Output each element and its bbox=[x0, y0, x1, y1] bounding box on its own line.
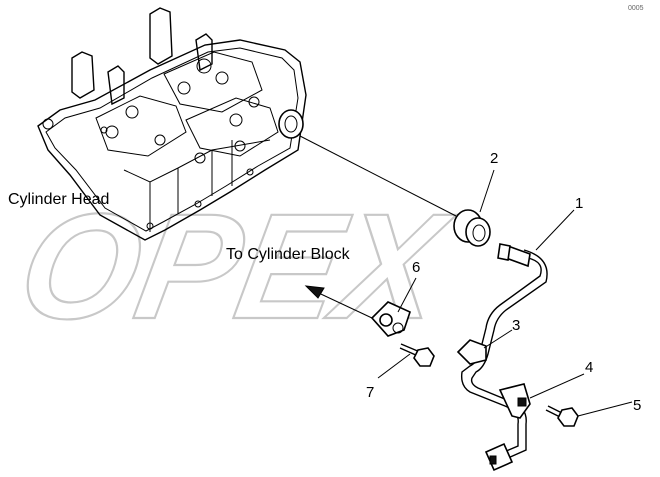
callout-2: 2 bbox=[490, 150, 498, 167]
part-6-bracket bbox=[370, 301, 411, 337]
leader-lines bbox=[299, 135, 633, 417]
sensor-tube-assembly bbox=[456, 243, 548, 472]
callout-1: 1 bbox=[575, 195, 583, 212]
part-2-plug bbox=[453, 209, 491, 247]
callout-7: 7 bbox=[366, 384, 374, 401]
callout-3: 3 bbox=[512, 317, 520, 334]
corner-mark: 0005 bbox=[628, 5, 644, 12]
cylinder-head-drawing bbox=[37, 7, 307, 241]
callout-5: 5 bbox=[633, 397, 641, 414]
part-7-bolt bbox=[399, 343, 435, 367]
part-5-bolt bbox=[545, 405, 579, 427]
to-cylinder-block-label: To Cylinder Block bbox=[226, 246, 351, 263]
callout-4: 4 bbox=[585, 359, 593, 376]
cylinder-head-label: Cylinder Head bbox=[8, 191, 109, 208]
callout-6: 6 bbox=[412, 259, 420, 276]
